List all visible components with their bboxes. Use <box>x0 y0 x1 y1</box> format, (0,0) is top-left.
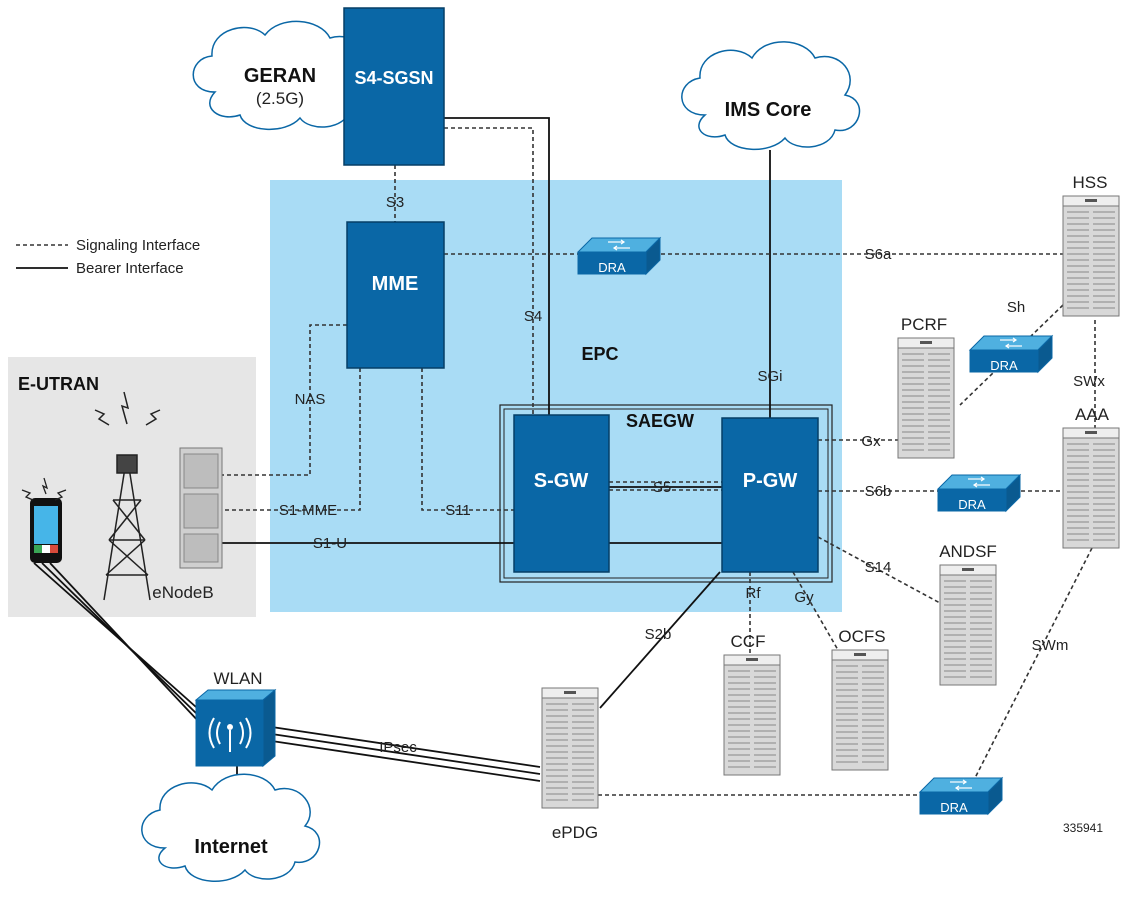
nas-label: NAS <box>295 391 326 408</box>
s4-label: S4 <box>524 308 542 325</box>
aaa-label: AAA <box>1075 405 1110 424</box>
epdg-label: ePDG <box>552 823 598 842</box>
wlan-label: WLAN <box>213 669 262 688</box>
sgi-label: SGi <box>757 368 782 385</box>
s11-label: S11 <box>445 502 471 519</box>
s2b-label: S2b <box>645 626 672 643</box>
s14-link <box>817 536 941 604</box>
s3-label: S3 <box>386 194 404 211</box>
cell-tower-icon <box>94 391 161 601</box>
geran-label: GERAN <box>244 65 316 87</box>
p-gw-label: P-GW <box>743 470 798 492</box>
sh-label: Sh <box>1007 299 1025 316</box>
dra-label-s6a: DRA <box>598 260 626 275</box>
s2b-link <box>599 571 721 709</box>
dra-label-s6b: DRA <box>958 497 986 512</box>
pcrf-label: PCRF <box>901 315 947 334</box>
nas-link <box>222 324 347 476</box>
gy-link <box>792 571 839 651</box>
legend: Signaling Interface Bearer Interface <box>16 237 200 277</box>
s6b-label: S6b <box>865 483 892 500</box>
saegw-label: SAEGW <box>626 411 694 431</box>
epc-label: EPC <box>581 344 618 364</box>
mme-node <box>346 221 445 369</box>
internet-label: Internet <box>194 836 268 858</box>
legend-bearer-label: Bearer Interface <box>76 260 184 277</box>
s1-u-label: S1-U <box>313 535 347 552</box>
ocfs-label: OCFS <box>838 627 885 646</box>
rf-label: Rf <box>746 585 762 602</box>
s6a-label: S6a <box>865 246 892 263</box>
ccf-label: CCF <box>731 632 766 651</box>
s4-link <box>444 127 534 415</box>
ipsec-label: IPsec <box>379 739 417 756</box>
ipsec-link <box>264 725 541 782</box>
phone-icon <box>21 477 67 563</box>
saegw-region <box>499 404 833 583</box>
wlan-ap-icon <box>194 688 277 768</box>
s5-label: S5 <box>653 479 671 496</box>
ue-wlan-link <box>33 562 201 724</box>
andsf-server-icon <box>939 564 997 686</box>
s14-label: S14 <box>865 559 892 576</box>
s11-link <box>421 368 514 511</box>
dra-label-swm: DRA <box>940 800 968 815</box>
sgsn-bearer-link <box>444 117 550 415</box>
enodeb-cabinet-icon <box>179 447 223 569</box>
p-gw-node <box>721 417 819 573</box>
gx-label: Gx <box>861 433 881 450</box>
andsf-label: ANDSF <box>939 542 997 561</box>
interface-labels: S3 S4 S6a Sh SWx SGi NAS S1-MME S11 S5 G… <box>279 194 1105 756</box>
s4-sgsn-node <box>343 7 445 166</box>
ims-cloud <box>681 41 861 151</box>
s-gw-node <box>513 414 610 573</box>
s1-mme-link <box>222 368 361 511</box>
ims-core-label: IMS Core <box>725 99 812 121</box>
epdg-server-icon <box>541 687 599 809</box>
swm-link <box>974 547 1093 779</box>
pcrf-server-icon <box>897 337 955 459</box>
e-utran-label: E-UTRAN <box>18 374 99 394</box>
hss-server-icon <box>1062 195 1120 317</box>
internet-cloud <box>141 773 321 882</box>
mme-label: MME <box>372 273 419 295</box>
figure-id: 335941 <box>1063 821 1103 835</box>
connections <box>33 117 1096 808</box>
swm-label: SWm <box>1032 637 1069 654</box>
swx-label: SWx <box>1073 373 1105 390</box>
legend-signaling-label: Signaling Interface <box>76 237 200 254</box>
geran-sub-label: (2.5G) <box>256 89 304 108</box>
enodeb-label: eNodeB <box>152 583 213 602</box>
s4-sgsn-label: S4-SGSN <box>354 68 433 88</box>
aaa-server-icon <box>1062 427 1120 549</box>
saegw-region-inner <box>503 408 829 579</box>
ocfs-server-icon <box>831 649 889 771</box>
hss-label: HSS <box>1073 173 1108 192</box>
s-gw-label: S-GW <box>534 470 589 492</box>
s1-mme-label: S1-MME <box>279 502 337 519</box>
dra-label-pcrf: DRA <box>990 358 1018 373</box>
ccf-server-icon <box>723 654 781 776</box>
gy-label: Gy <box>794 589 814 606</box>
